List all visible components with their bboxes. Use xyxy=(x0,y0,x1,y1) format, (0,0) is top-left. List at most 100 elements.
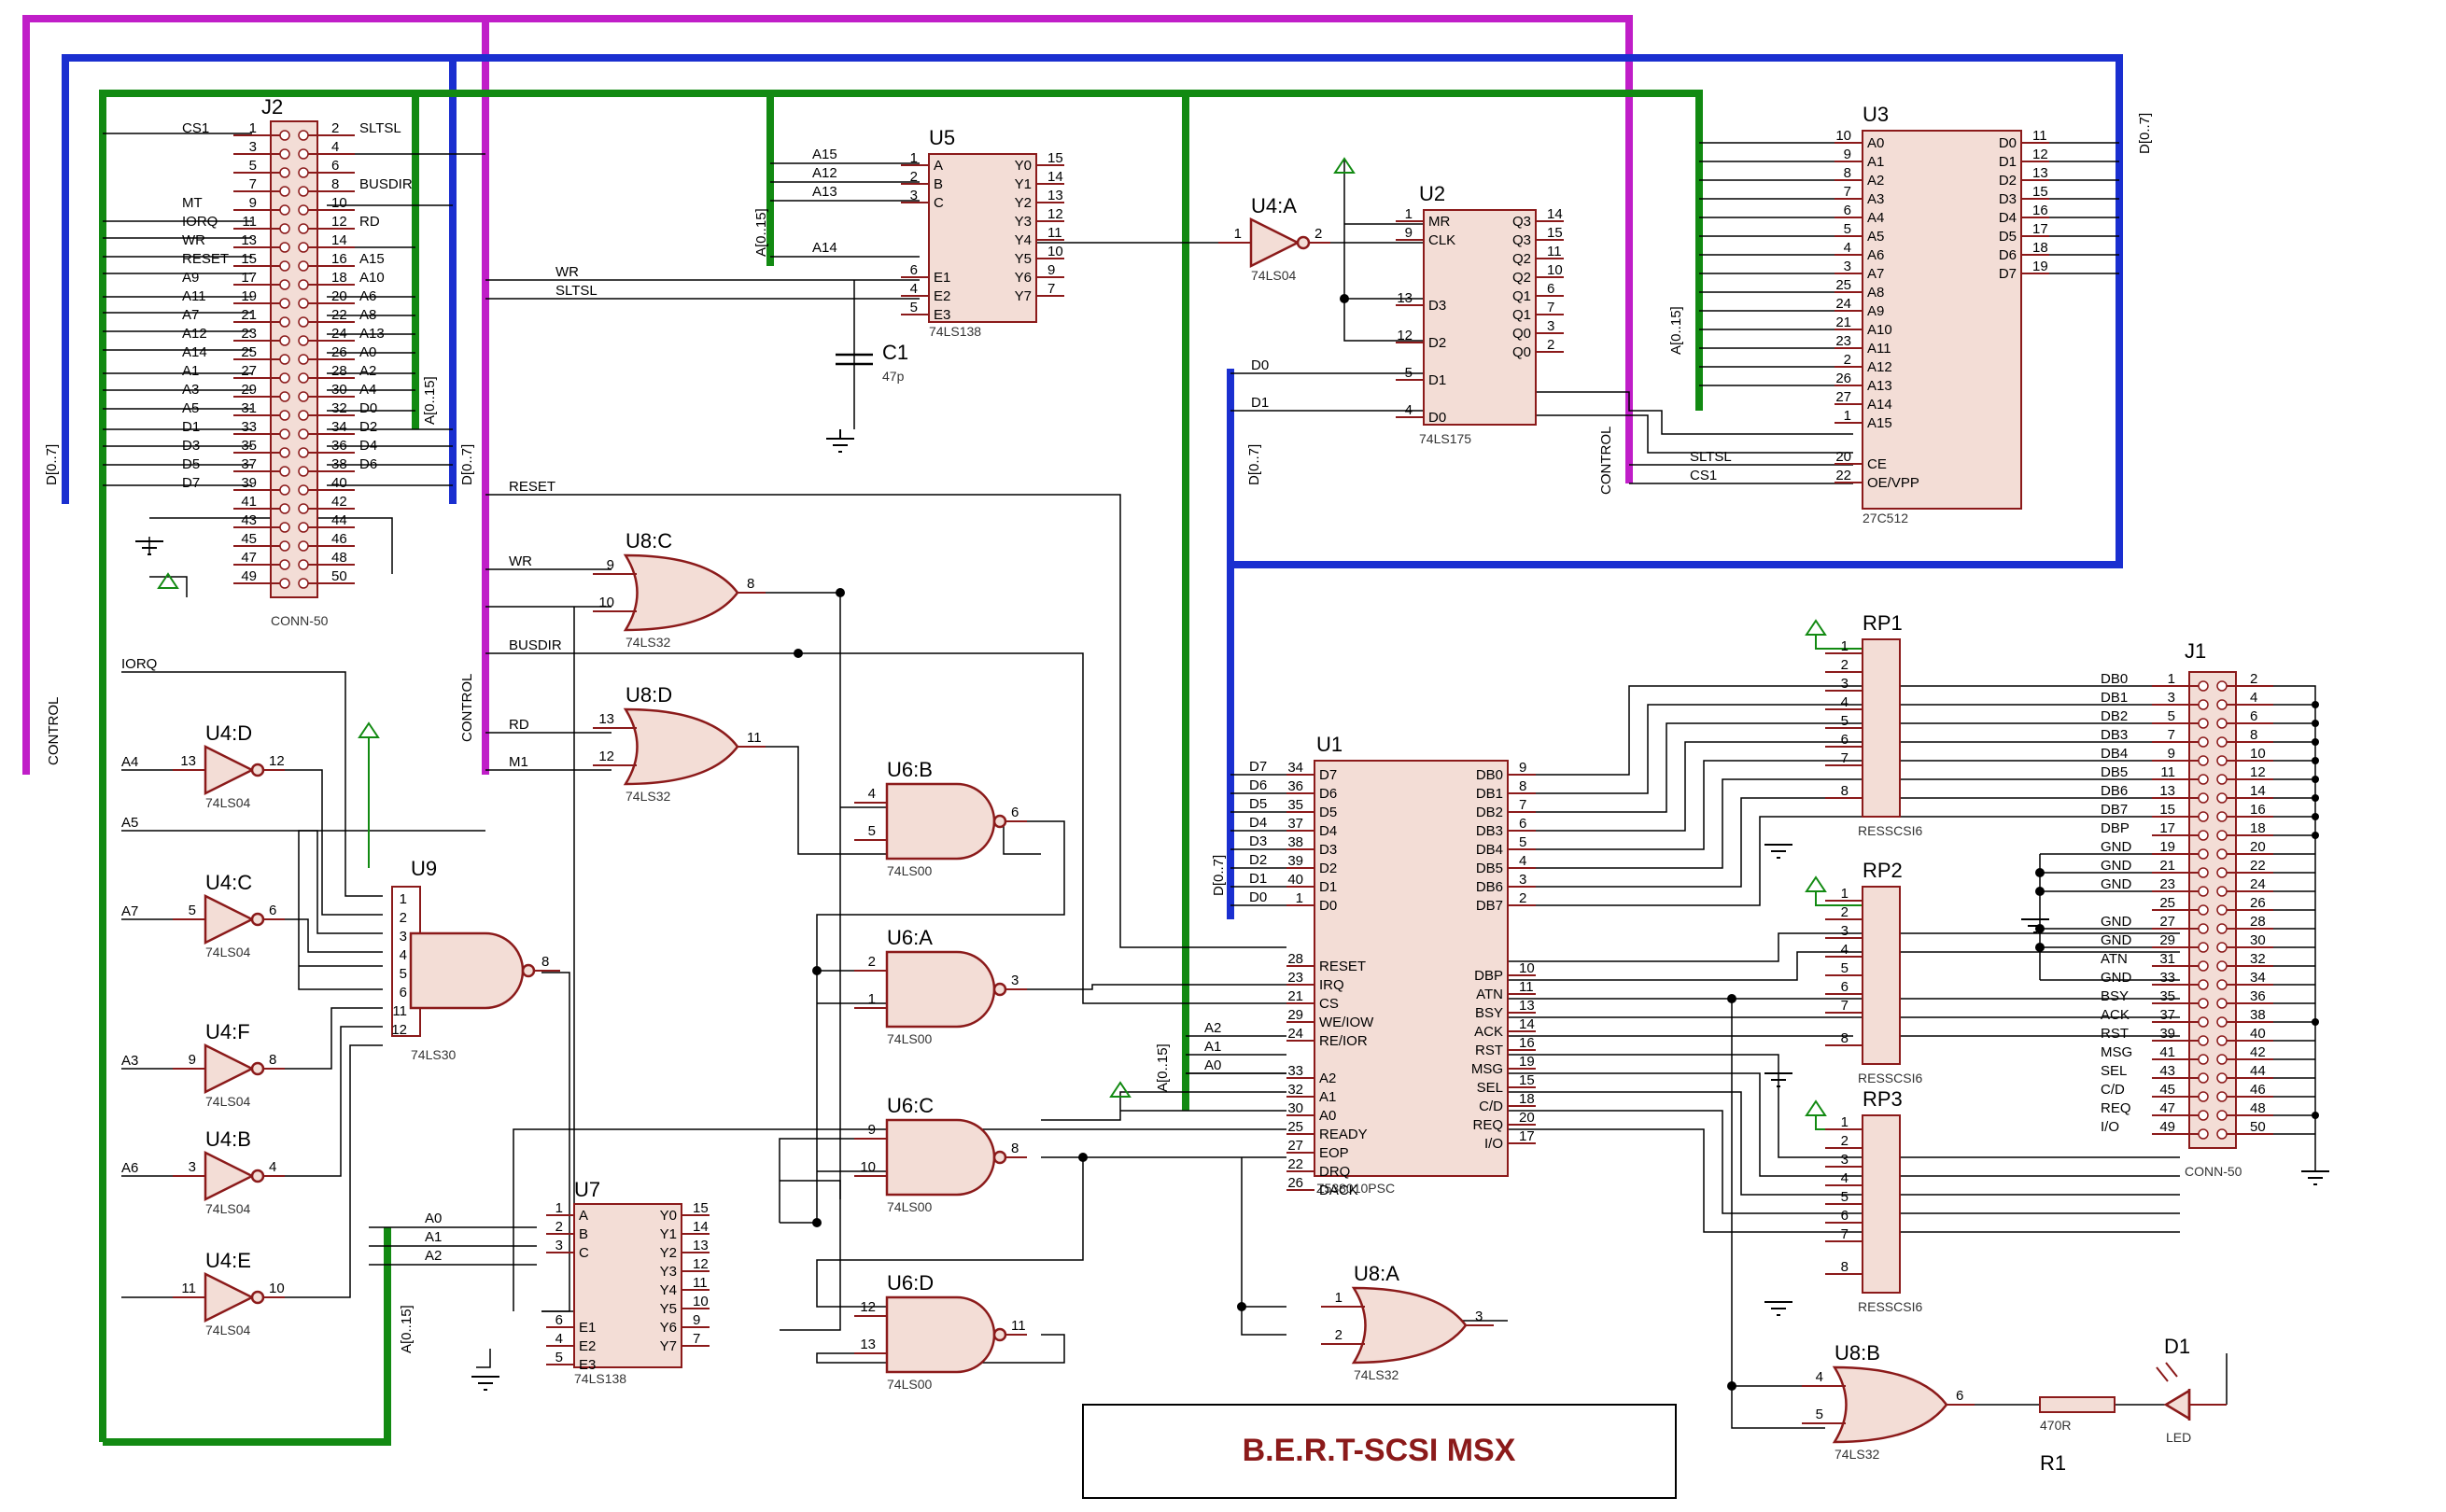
j2-connector-pin-number: 49 xyxy=(241,568,257,584)
u3-eprom-pin-name: A15 xyxy=(1867,415,1892,431)
j2-connector-signal-label: A2 xyxy=(359,363,376,379)
u7-decoder-pin-number: 12 xyxy=(693,1256,709,1272)
j1-connector-pin-hole xyxy=(2198,960,2209,972)
u3-eprom-pin-number: 6 xyxy=(1844,203,1851,218)
net-label: A3 xyxy=(121,1053,138,1069)
u5-decoder-pin-number: 11 xyxy=(1047,225,1062,241)
j1-connector-pin-number: 23 xyxy=(2159,876,2175,892)
rp2-resistor-pack-pin-number: 8 xyxy=(1841,1030,1849,1046)
j1-connector-pin-hole xyxy=(2216,718,2228,729)
j2-connector-pin-number: 38 xyxy=(331,456,347,472)
u1-scsi-controller-pin-number: 5 xyxy=(1519,834,1526,850)
u4a-inverter-bubble xyxy=(1296,235,1311,250)
j1-connector-pin-hole xyxy=(2198,699,2209,710)
u2-latch-pin-name: Q3 xyxy=(1512,214,1531,230)
u3-eprom-pin-number: 26 xyxy=(1835,371,1851,386)
j2-connector-pin-hole xyxy=(279,204,290,216)
j2-connector-signal-label: A6 xyxy=(359,288,376,304)
j1-connector-pin-hole xyxy=(2216,1110,2228,1121)
rp3-resistor-pack-ref: RP3 xyxy=(1863,1087,1903,1111)
u5-decoder-body xyxy=(928,153,1037,323)
u5-decoder-part: 74LS138 xyxy=(929,324,981,339)
j2-connector-pin-number: 2 xyxy=(331,120,339,136)
u4d-inverter-pin-number: 12 xyxy=(269,753,285,769)
j2-connector-pin-number: 32 xyxy=(331,400,347,416)
j2-connector-pin-number: 35 xyxy=(241,438,257,454)
u8c-or-ref: U8:C xyxy=(626,529,672,553)
u8b-or-pin-number: 4 xyxy=(1816,1369,1823,1385)
u2-latch-pin-name: CLK xyxy=(1428,232,1455,248)
u3-eprom-pin-number: 3 xyxy=(1844,259,1851,274)
u3-eprom-pin-name: A11 xyxy=(1867,341,1891,357)
u4a-inverter-part: 74LS04 xyxy=(1251,268,1296,283)
j1-connector-pin-hole xyxy=(2198,998,2209,1009)
u3-eprom-pin-number: 27 xyxy=(1835,389,1851,405)
u4f-inverter-body xyxy=(204,1043,255,1095)
j2-connector-pin-hole xyxy=(279,503,290,514)
j1-connector-pin-number: 26 xyxy=(2250,895,2266,911)
j1-connector-pin-hole xyxy=(2198,792,2209,804)
j1-connector-pin-hole xyxy=(2198,1035,2209,1046)
u1-scsi-controller-pin-name: DRQ xyxy=(1319,1164,1350,1180)
u5-decoder-pin-name: E3 xyxy=(934,307,950,323)
j1-connector-pin-hole xyxy=(2198,886,2209,897)
ground-icon xyxy=(1764,1072,1792,1087)
j2-connector-pin-hole xyxy=(298,316,309,328)
d1-part: LED xyxy=(2166,1430,2191,1445)
j2-connector-pin-hole xyxy=(298,186,309,197)
j2-connector-pin-hole xyxy=(279,447,290,458)
u4a-inverter-pin-number: 2 xyxy=(1314,226,1322,242)
u7-decoder-part: 74LS138 xyxy=(574,1371,626,1386)
u1-scsi-controller-pin-number: 19 xyxy=(1519,1054,1535,1070)
j1-connector-signal-label: DB3 xyxy=(2101,727,2128,743)
j2-connector-pin-number: 25 xyxy=(241,344,257,360)
j2-connector-pin-number: 36 xyxy=(331,438,347,454)
net-label: BUSDIR xyxy=(509,637,562,653)
j1-connector-pin-number: 15 xyxy=(2159,802,2175,818)
j1-connector-pin-hole xyxy=(2198,1091,2209,1102)
u6a-nand-pin-number: 2 xyxy=(868,954,876,970)
j1-connector-pin-hole xyxy=(2198,736,2209,748)
j1-connector-pin-hole xyxy=(2216,886,2228,897)
u8b-or-body xyxy=(1832,1365,1948,1444)
u7-decoder-pin-number: 6 xyxy=(555,1312,563,1328)
u4b-inverter-pin-number: 4 xyxy=(269,1159,276,1175)
j1-connector-pin-number: 5 xyxy=(2168,708,2175,724)
u1-scsi-controller-pin-name: EOP xyxy=(1319,1145,1349,1161)
j2-connector-pin-number: 37 xyxy=(241,456,257,472)
u1-scsi-controller-pin-number: 8 xyxy=(1519,778,1526,794)
u7-decoder-pin-name: Y6 xyxy=(660,1320,677,1336)
u1-scsi-controller-pin-number: 11 xyxy=(1519,979,1534,995)
j2-connector-pin-number: 46 xyxy=(331,531,347,547)
j1-connector-pin-hole xyxy=(2216,1054,2228,1065)
j2-connector-pin-number: 19 xyxy=(241,288,257,304)
u2-latch-pin-name: Q2 xyxy=(1512,270,1531,286)
u9-pin-number: 6 xyxy=(400,985,407,1001)
u2-latch-pin-name: Q0 xyxy=(1512,344,1531,360)
u6d-nand-pin-number: 13 xyxy=(860,1337,876,1352)
rp3-resistor-pack-pin-number: 2 xyxy=(1841,1133,1849,1149)
u1-scsi-controller-pin-name: DB6 xyxy=(1476,879,1503,895)
u3-eprom-pin-name: A2 xyxy=(1867,173,1884,189)
u1-scsi-controller-pin-number: 36 xyxy=(1287,778,1303,794)
u6c-nand-body xyxy=(885,1118,996,1197)
u3-eprom-pin-name: A5 xyxy=(1867,229,1884,245)
power-icon xyxy=(358,721,380,868)
u1-scsi-controller-pin-name: DB2 xyxy=(1476,805,1503,820)
ground-icon xyxy=(2021,918,2049,933)
rp2-resistor-pack-part: RESSCSI6 xyxy=(1858,1071,1922,1085)
u3-eprom: U327C512A010A19A28A37A46A55A64A73A825A92… xyxy=(1834,103,2049,525)
j2-connector-pin-hole xyxy=(298,335,309,346)
u6b-nand-pin-number: 5 xyxy=(868,823,876,839)
j2-connector-pin-number: 13 xyxy=(241,232,257,248)
j2-connector-pin-number: 48 xyxy=(331,550,347,566)
j1-connector-pin-number: 45 xyxy=(2159,1082,2175,1098)
u8d-or-body xyxy=(623,707,739,786)
j1-connector-pin-number: 39 xyxy=(2159,1026,2175,1042)
j2-connector-signal-label: WR xyxy=(182,232,205,248)
u8b-or-part: 74LS32 xyxy=(1834,1447,1879,1462)
u4c-inverter-part: 74LS04 xyxy=(205,945,250,959)
